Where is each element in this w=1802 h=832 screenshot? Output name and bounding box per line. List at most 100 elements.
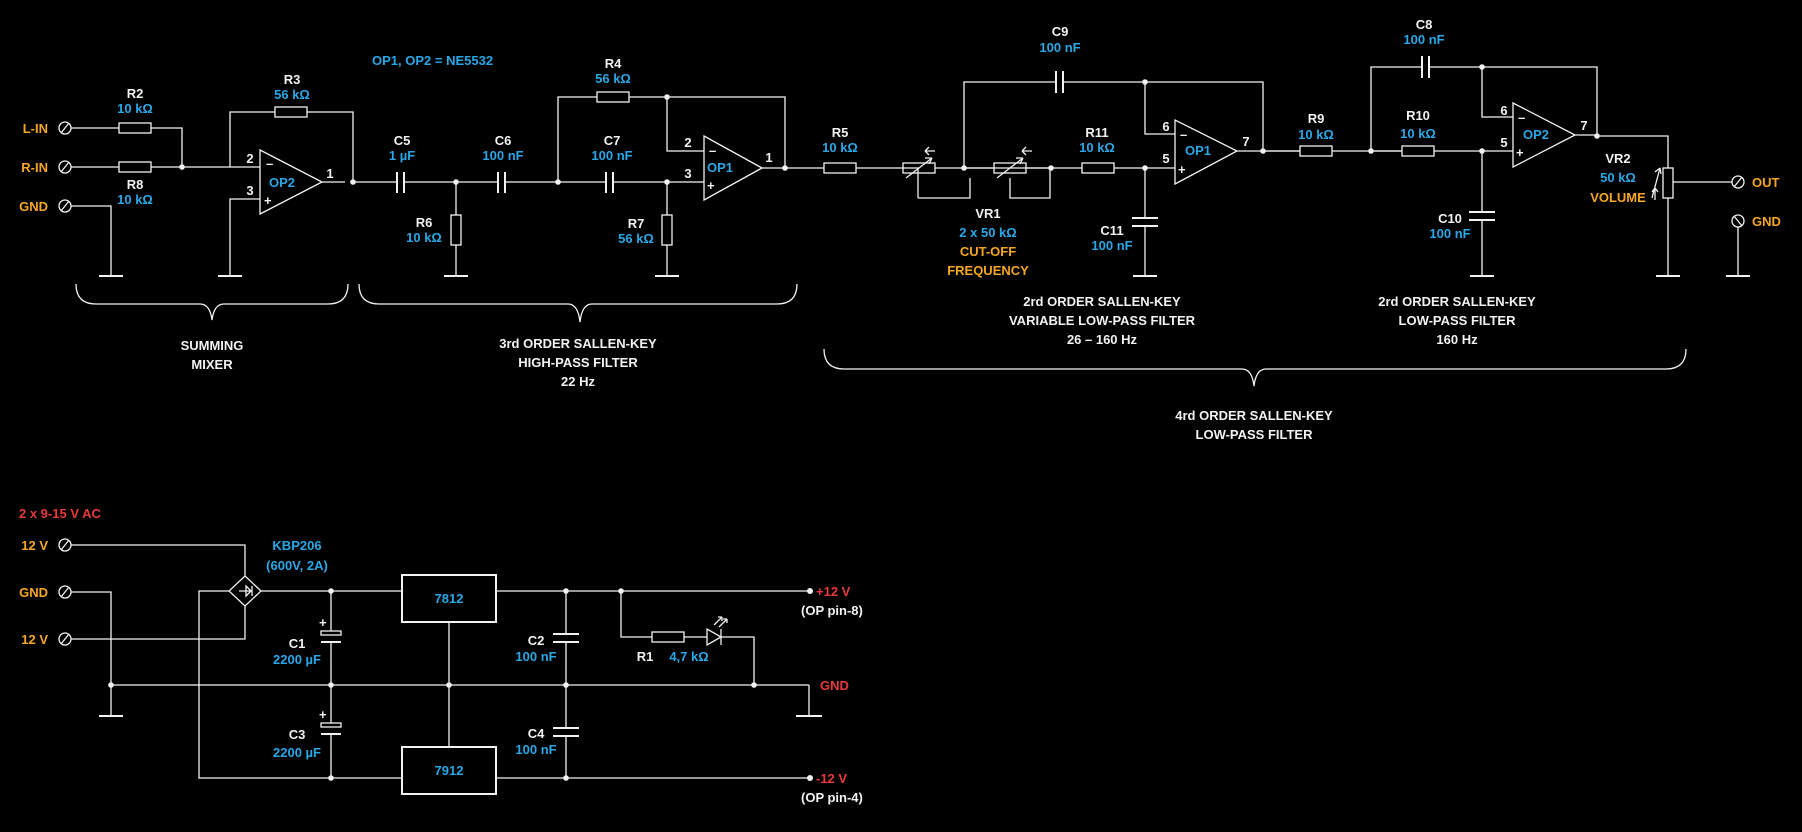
r5-value: 10 kΩ [822,140,858,155]
terminal-l-in: L-IN [23,121,72,136]
psu-in1: 12 V [21,538,48,553]
r7-name: R7 [628,216,645,231]
r2-name: R2 [127,86,144,101]
op1a-pin2: 2 [684,135,691,150]
r4-value: 56 kΩ [595,71,631,86]
gnd-rail-label: GND [820,678,849,693]
r11-name: R11 [1085,125,1108,140]
stage-braces [75,283,1687,387]
svg-text:+: + [264,193,272,208]
stage-mixer-line1: SUMMING [181,338,244,353]
c9-name: C9 [1052,24,1069,39]
plus-12v-pin: (OP pin-8) [801,603,863,618]
c10-name: C10 [1438,211,1462,226]
r6-name: R6 [416,215,433,230]
psu-terminals [58,538,72,646]
c6-name: C6 [495,133,512,148]
c4-name: C4 [528,726,545,741]
power-supply-circuit: + + [71,544,822,795]
stage-lpf4-line2: LOW-PASS FILTER [1196,427,1314,442]
r9-name: R9 [1308,111,1325,126]
op1a-label: OP1 [707,160,733,175]
op2a-pin1: 1 [326,166,333,181]
op1b-pin5: 5 [1162,151,1169,166]
vr2-name: VR2 [1605,151,1630,166]
r3-value: 56 kΩ [274,87,310,102]
stage-lpf-line2: LOW-PASS FILTER [1399,313,1517,328]
r5-name: R5 [832,125,849,140]
stage-lpf-line1: 2rd ORDER SALLEN-KEY [1378,294,1536,309]
svg-text:–: – [266,156,273,171]
op2b-pin5: 5 [1500,135,1507,150]
stage-vlpf-line2: VARIABLE LOW-PASS FILTER [1009,313,1196,328]
vr1-value: 2 x 50 kΩ [959,225,1016,240]
c3-value: 2200 µF [273,745,321,760]
vr1-name: VR1 [975,206,1000,221]
psu-in2: 12 V [21,632,48,647]
c10-value: 100 nF [1429,226,1470,241]
plus-12v: +12 V [816,584,851,599]
low-pass-filter: – + [1263,56,1732,277]
svg-text:+: + [319,707,327,722]
stage-lpf4-line1: 4rd ORDER SALLEN-KEY [1175,408,1333,423]
r4-name: R4 [605,56,622,71]
r11-value: 10 kΩ [1079,140,1115,155]
c5-value: 1 µF [389,148,415,163]
op2b-pin6: 6 [1500,103,1507,118]
c11-value: 100 nF [1091,238,1132,253]
opamp-note: OP1, OP2 = NE5532 [372,53,493,68]
r7-value: 56 kΩ [618,231,654,246]
terminal-gnd-in: GND [19,199,72,214]
r1-value: 4,7 kΩ [669,649,708,664]
svg-text:GND: GND [19,199,48,214]
stage-mixer-line2: MIXER [191,357,233,372]
op1a-pin3: 3 [684,166,691,181]
c8-name: C8 [1416,17,1433,32]
op2b-pin7: 7 [1580,118,1587,133]
minus-12v-pin: (OP pin-4) [801,790,863,805]
c3-name: C3 [289,727,306,742]
op1b-pin7: 7 [1242,134,1249,149]
svg-text:–: – [709,143,716,158]
stage-vlpf-line1: 2rd ORDER SALLEN-KEY [1023,294,1181,309]
summing-mixer: – + [71,106,356,277]
c9-value: 100 nF [1039,40,1080,55]
c8-value: 100 nF [1403,32,1444,47]
c6-value: 100 nF [482,148,523,163]
c1-value: 2200 µF [273,652,321,667]
bridge-rating: (600V, 2A) [266,558,328,573]
svg-text:GND: GND [1752,214,1781,229]
r3-name: R3 [284,72,301,87]
variable-low-pass-filter: – + [785,71,1300,277]
r10-value: 10 kΩ [1400,126,1436,141]
op2a-pin3: 3 [246,183,253,198]
c2-value: 100 nF [515,649,556,664]
r8-value: 10 kΩ [117,192,153,207]
stage-hpf-line2: HIGH-PASS FILTER [518,355,638,370]
r10-name: R10 [1406,108,1430,123]
r9-value: 10 kΩ [1298,127,1334,142]
terminal-r-in: R-IN [21,160,72,175]
svg-text:+: + [319,615,327,630]
bridge-name: KBP206 [272,538,321,553]
svg-text:+: + [707,178,715,193]
stage-hpf-line1: 3rd ORDER SALLEN-KEY [499,336,657,351]
c4-value: 100 nF [515,742,556,757]
c5-name: C5 [394,133,411,148]
svg-text:+: + [1178,162,1186,177]
vr1-function-line1: CUT-OFF [960,244,1016,259]
c7-value: 100 nF [591,148,632,163]
svg-text:L-IN: L-IN [23,121,48,136]
psu-gnd: GND [19,585,48,600]
op2a-pin2: 2 [246,151,253,166]
c11-name: C11 [1100,223,1123,238]
c1-name: C1 [289,636,306,651]
terminal-gnd-out: GND [1726,214,1781,277]
psu-ac-label: 2 x 9-15 V AC [19,506,102,521]
op2b-label: OP2 [1523,127,1549,142]
terminal-out: OUT [1731,175,1780,190]
op1b-pin6: 6 [1162,119,1169,134]
r8-name: R8 [127,177,144,192]
op1a-pin1: 1 [765,150,772,165]
